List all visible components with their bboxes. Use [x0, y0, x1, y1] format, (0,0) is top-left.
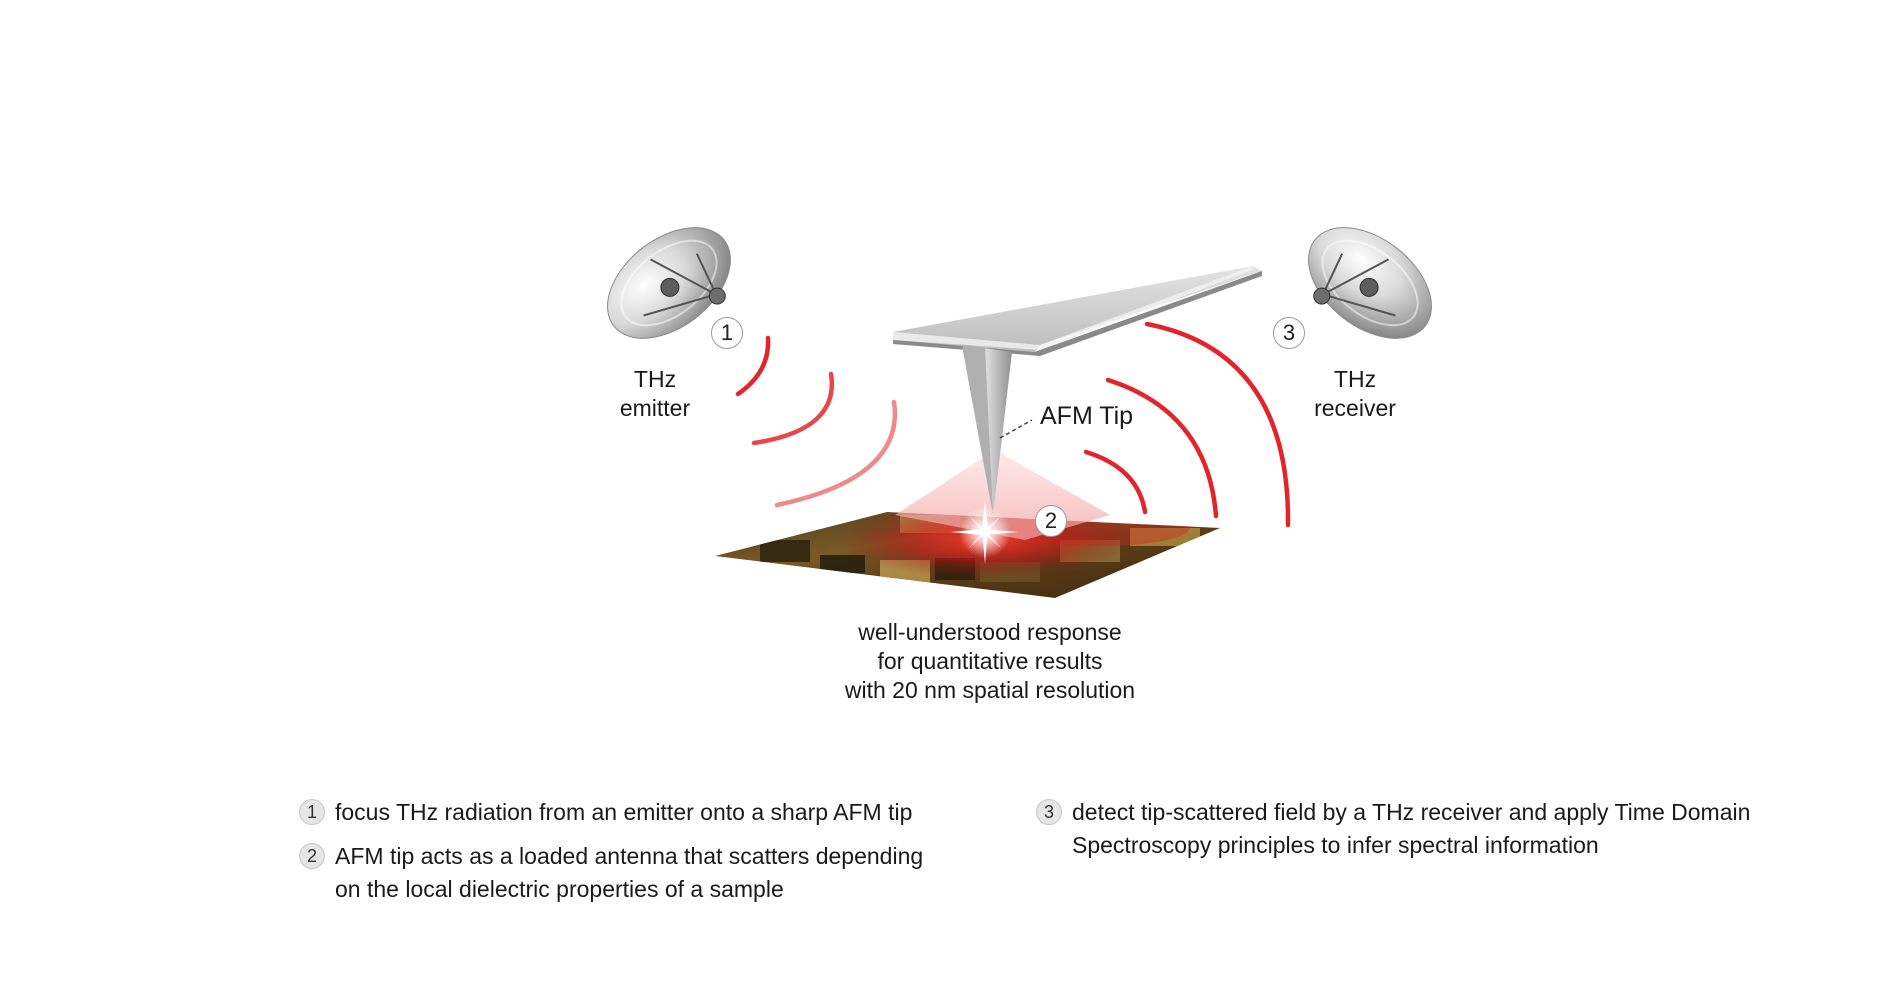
legend-item-1-line1: focus THz radiation from an emitter onto… — [335, 799, 913, 825]
cantilever — [893, 266, 1262, 356]
afm-tip — [962, 345, 1012, 515]
afm-tip-label: AFM Tip — [1040, 402, 1134, 430]
incident-wave-3 — [774, 399, 898, 508]
legend-item-1-text: focus THz radiation from an emitter onto… — [335, 796, 912, 829]
legend-item-2-text: AFM tip acts as a loaded antenna that sc… — [335, 840, 923, 906]
thz-emitter-label-line1: THz — [633, 366, 677, 392]
scattered-waves — [1083, 321, 1291, 528]
response-caption-line1: well-understood response — [858, 619, 1122, 645]
scattered-wave-2 — [1105, 377, 1219, 519]
thz-receiver-label: THz receiver — [1295, 365, 1415, 423]
thz-emitter-label: THz emitter — [600, 365, 710, 423]
emitter-step-badge: 1 — [711, 317, 743, 349]
scattered-wave-1 — [1083, 449, 1148, 515]
response-caption-line3: with 20 nm spatial resolution — [844, 677, 1136, 703]
thz-receiver-label-line1: THz — [1333, 366, 1377, 392]
legend-item-3-number: 3 — [1036, 799, 1062, 825]
afm-tip-leader-line — [999, 419, 1033, 439]
thz-emitter-label-line2: emitter — [619, 395, 691, 421]
thz-emitter-dish — [607, 227, 731, 339]
legend-item-2-line1: AFM tip acts as a loaded antenna that sc… — [335, 843, 924, 869]
response-caption-line2: for quantitative results — [877, 648, 1103, 674]
scattered-wave-3 — [1144, 321, 1291, 528]
incident-wave-2 — [751, 371, 835, 446]
incident-wave-1 — [735, 335, 771, 397]
thz-receiver-label-line2: receiver — [1314, 395, 1396, 421]
legend-item-2-number: 2 — [299, 843, 325, 869]
legend-item-1-number: 1 — [299, 799, 325, 825]
legend-item-2-line2: on the local dielectric properties of a … — [335, 876, 784, 902]
legend-item-3-line2: Spectroscopy principles to infer spectra… — [1072, 832, 1599, 858]
legend-item-3-line1: detect tip-scattered field by a THz rece… — [1072, 799, 1751, 825]
incident-waves — [735, 335, 898, 508]
response-caption: well-understood response for quantitativ… — [780, 618, 1200, 705]
legend-item-3-text: detect tip-scattered field by a THz rece… — [1072, 796, 1750, 862]
tip-step-badge: 2 — [1035, 505, 1067, 537]
thz-receiver-dish — [1308, 227, 1432, 339]
receiver-step-badge: 3 — [1273, 317, 1305, 349]
tip-apex-sparkle — [951, 500, 1019, 564]
